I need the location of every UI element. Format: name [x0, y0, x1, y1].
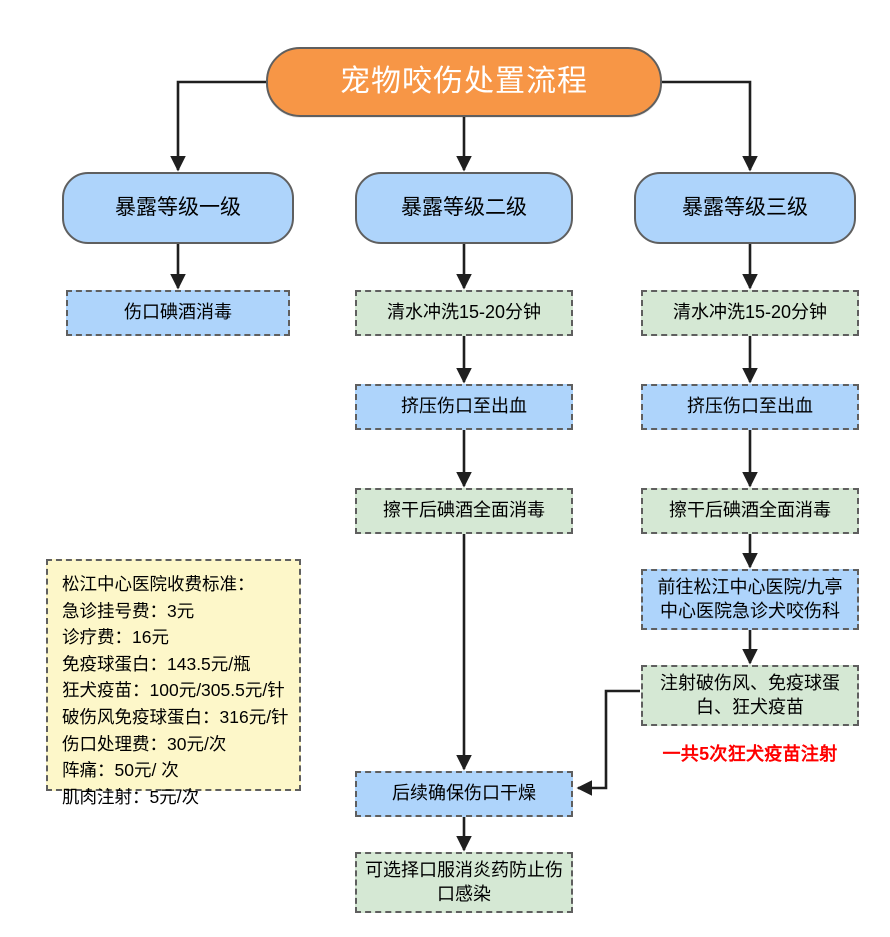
fee-note-line-wound-treatment: 伤口处理费：30元/次	[62, 733, 227, 754]
node-branch2-step2-label: 挤压伤口至出血	[401, 396, 527, 417]
connector-title-to-level1	[170, 80, 266, 172]
node-exposure-level-2-label: 暴露等级二级	[401, 195, 527, 219]
connector-title-to-level3	[662, 80, 758, 172]
node-branch3-step3[interactable]: 擦干后碘酒全面消毒	[641, 488, 859, 534]
node-branch2-step1[interactable]: 清水冲洗15-20分钟	[355, 290, 573, 336]
node-branch2-step1-label: 清水冲洗15-20分钟	[386, 302, 542, 323]
fee-note-line-analgesia: 阵痛：50元/ 次	[62, 760, 179, 781]
vaccine-count-warning-label: 一共5次狂犬疫苗注射	[662, 744, 838, 765]
node-exposure-level-2[interactable]: 暴露等级二级	[355, 172, 573, 244]
fee-note-line-rabies-vaccine: 狂犬疫苗：100元/305.5元/针	[62, 680, 285, 701]
node-branch3-step3-label: 擦干后碘酒全面消毒	[669, 500, 831, 521]
note-hospital-fee-standard: 松江中心医院收费标准： 急诊挂号费：3元 诊疗费：16元 免疫球蛋白：143.5…	[46, 559, 301, 807]
fee-note-line-consultation: 诊疗费：16元	[62, 627, 169, 648]
node-branch3-step1-label: 清水冲洗15-20分钟	[672, 302, 828, 323]
node-vaccine-count-warning: 一共5次狂犬疫苗注射	[641, 740, 859, 770]
fee-note-line-registration: 急诊挂号费：3元	[62, 600, 195, 621]
fee-note-line-intramuscular: 肌肉注射：5元/次	[62, 786, 200, 807]
node-keep-wound-dry[interactable]: 后续确保伤口干燥	[355, 771, 573, 817]
node-branch2-step3[interactable]: 擦干后碘酒全面消毒	[355, 488, 573, 534]
node-keep-wound-dry-label: 后续确保伤口干燥	[392, 783, 536, 804]
node-exposure-level-1[interactable]: 暴露等级一级	[62, 172, 294, 244]
flowchart-title-node[interactable]: 宠物咬伤处置流程	[266, 47, 662, 117]
node-branch3-step4-label: 前往松江中心医院/九亭中心医院急诊犬咬伤科	[657, 577, 843, 621]
fee-note-heading: 松江中心医院收费标准：	[62, 574, 255, 594]
node-exposure-level-3[interactable]: 暴露等级三级	[634, 172, 856, 244]
node-exposure-level-1-label: 暴露等级一级	[115, 195, 241, 219]
node-exposure-level-3-label: 暴露等级三级	[682, 195, 808, 219]
node-branch2-step3-label: 擦干后碘酒全面消毒	[383, 500, 545, 521]
node-branch3-step2-label: 挤压伤口至出血	[687, 396, 813, 417]
node-branch3-step5[interactable]: 注射破伤风、免疫球蛋白、狂犬疫苗	[641, 665, 859, 726]
node-branch3-step1[interactable]: 清水冲洗15-20分钟	[641, 290, 859, 336]
node-optional-antibiotic-label: 可选择口服消炎药防止伤口感染	[365, 860, 563, 904]
node-branch3-step4[interactable]: 前往松江中心医院/九亭中心医院急诊犬咬伤科	[641, 569, 859, 630]
flowchart-title-label: 宠物咬伤处置流程	[340, 64, 588, 98]
node-branch1-step1[interactable]: 伤口碘酒消毒	[66, 290, 290, 336]
fee-note-line-immunoglobulin: 免疫球蛋白：143.5元/瓶	[62, 653, 251, 674]
connector-b3s5-to-dry	[576, 689, 640, 796]
fee-note-line-tetanus-immunoglobulin: 破伤风免疫球蛋白：316元/针	[62, 706, 289, 727]
node-branch3-step5-label: 注射破伤风、免疫球蛋白、狂犬疫苗	[660, 673, 840, 717]
node-branch2-step2[interactable]: 挤压伤口至出血	[355, 384, 573, 430]
node-branch3-step2[interactable]: 挤压伤口至出血	[641, 384, 859, 430]
node-branch1-step1-label: 伤口碘酒消毒	[124, 302, 232, 323]
node-optional-antibiotic[interactable]: 可选择口服消炎药防止伤口感染	[355, 852, 573, 913]
